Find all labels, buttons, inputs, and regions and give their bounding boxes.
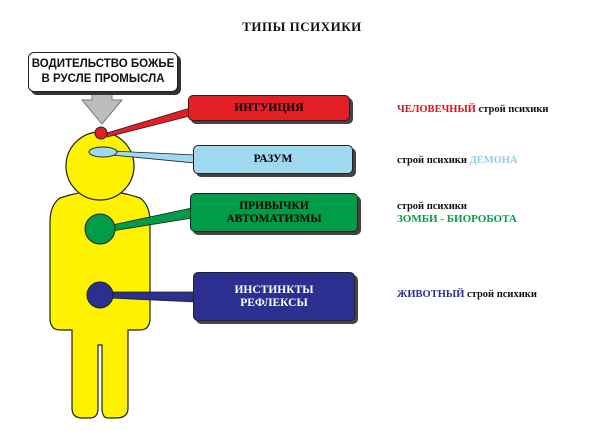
intuition-label: ИНТУИЦИЯ	[234, 101, 304, 114]
human-mentality-highlight: ЧЕЛОВЕЧНЫЙ	[397, 104, 476, 115]
zombie-mentality-label: строй психики ЗОМБИ - БИОРОБОТА	[397, 200, 517, 226]
intuition-dot	[94, 126, 108, 140]
zombie-mentality-prefix: строй психики	[397, 201, 467, 212]
providence-line-1: ВОДИТЕЛЬСТВО БОЖЬЕ	[31, 58, 175, 70]
figure-head	[65, 131, 135, 201]
diagram-title: ТИПЫ ПСИХИКИ	[242, 19, 362, 34]
habits-label-line-1: ПРИВЫЧКИ	[239, 199, 309, 212]
instincts-box: ИНСТИНКТЫ РЕФЛЕКСЫ	[193, 272, 355, 321]
animal-mentality-rest: строй психики	[464, 289, 537, 300]
demon-mentality-prefix: строй психики	[397, 155, 470, 166]
reason-label: РАЗУМ	[253, 153, 293, 165]
animal-mentality-highlight: ЖИВОТНЫЙ	[397, 289, 465, 300]
instincts-label-line-1: ИНСТИНКТЫ	[234, 283, 314, 296]
providence-arrow	[80, 91, 124, 125]
providence-line-2: В РУСЛЕ ПРОМЫСЛА	[41, 73, 165, 85]
habits-dot	[84, 213, 116, 245]
reason-ellipse	[88, 146, 118, 158]
human-mentality-rest: строй психики	[475, 104, 549, 115]
intuition-box: ИНТУИЦИЯ	[188, 95, 350, 121]
habits-box: ПРИВЫЧКИ АВТОМАТИЗМЫ	[190, 193, 358, 232]
providence-box: ВОДИТЕЛЬСТВО БОЖЬЕ В РУСЛЕ ПРОМЫСЛА	[28, 52, 178, 92]
instincts-label-line-2: РЕФЛЕКСЫ	[240, 296, 308, 309]
intuition-connector	[106, 107, 191, 138]
instincts-dot	[86, 281, 114, 309]
reason-box: РАЗУМ	[193, 145, 353, 174]
animal-mentality-label: ЖИВОТНЫЙ строй психики	[397, 288, 537, 301]
demon-mentality-highlight: ДЕМОНА	[469, 155, 518, 166]
demon-mentality-label: строй психики ДЕМОНА	[397, 154, 518, 167]
zombie-mentality-highlight: ЗОМБИ - БИОРОБОТА	[397, 213, 517, 225]
habits-label-line-2: АВТОМАТИЗМЫ	[226, 212, 322, 225]
human-mentality-label: ЧЕЛОВЕЧНЫЙ строй психики	[397, 103, 548, 116]
